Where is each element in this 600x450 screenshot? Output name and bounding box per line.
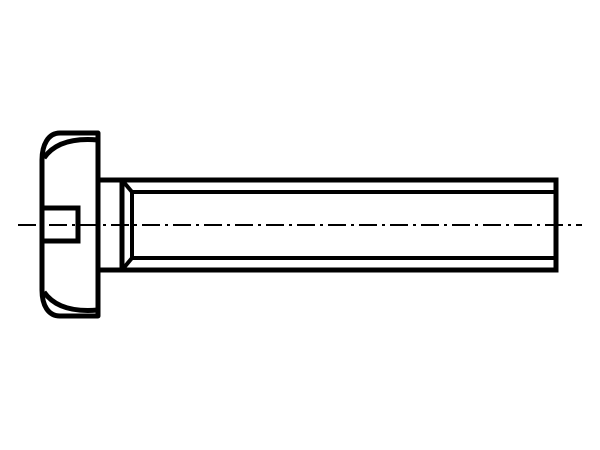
screw-head-outline [39,130,101,319]
screw-head-crown [41,137,99,160]
screw-slot [42,205,81,244]
screw-head-crown-bottom [41,290,99,313]
